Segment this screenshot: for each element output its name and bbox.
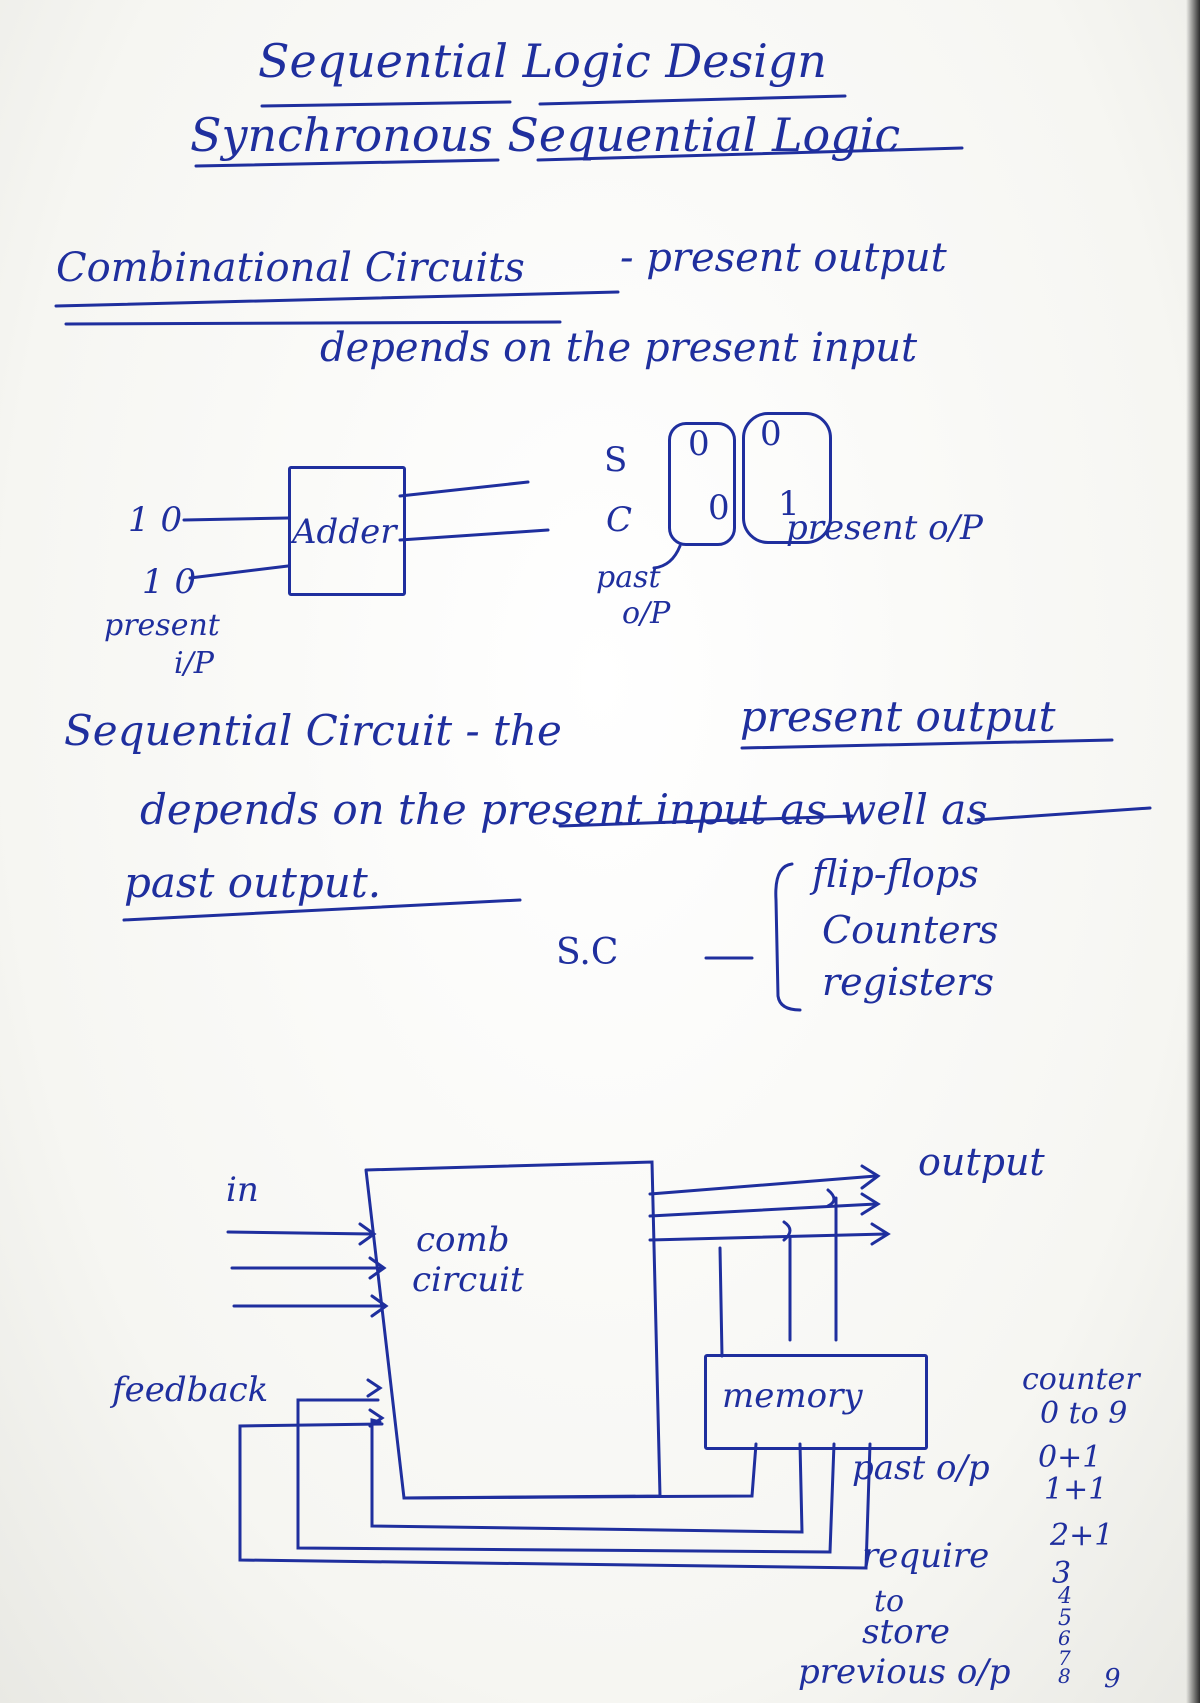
present-ip-line2: i/P — [174, 646, 214, 681]
input-arrowheads — [358, 1222, 389, 1318]
output-label: output — [918, 1140, 1045, 1184]
combinational-term: Combinational Circuits — [56, 245, 525, 291]
well-as-underline — [974, 806, 1152, 822]
adder-input-b: 1 0 — [142, 562, 197, 602]
comb-line2: circuit — [412, 1260, 524, 1300]
past-c-value: 0 — [708, 488, 730, 528]
digit-5: 5 — [1058, 1606, 1072, 1631]
page-edge-shadow — [1186, 0, 1200, 1703]
output-wire-2 — [648, 1202, 878, 1218]
input-wire-1 — [226, 1230, 374, 1236]
sequential-line1-a: Sequential Circuit - the — [64, 706, 562, 755]
present-output-column — [742, 412, 832, 544]
past-op-pointer — [652, 544, 682, 570]
feedback-label: feedback — [112, 1370, 269, 1410]
adder-out-s-wire — [398, 480, 530, 498]
feedback-arrows — [366, 1378, 385, 1428]
sum-label: S — [604, 440, 628, 480]
comb-circuit-box — [364, 1160, 662, 1500]
digit-7: 7 — [1058, 1646, 1071, 1670]
step-2: 2+1 — [1050, 1518, 1114, 1553]
title-line-1: Sequential Logic Design — [258, 34, 827, 88]
in-label: in — [226, 1170, 259, 1210]
comb-line1: comb — [416, 1220, 510, 1260]
present-s-value: 0 — [760, 414, 782, 454]
sc-label: S.C — [556, 932, 619, 973]
adder-label: Adder — [292, 512, 397, 552]
past-output-underline — [122, 898, 522, 922]
carry-label: C — [606, 500, 633, 540]
past-op-label: past o/p — [852, 1448, 990, 1488]
counter-line1: counter — [1022, 1362, 1140, 1397]
digit-3: 3 — [1052, 1556, 1072, 1591]
present-op-label: present o/P — [786, 508, 983, 548]
comb-long-underline — [64, 320, 562, 326]
require-line1: require — [862, 1536, 990, 1576]
digit-4: 4 — [1058, 1584, 1072, 1609]
adder-in-a-wire — [182, 516, 290, 522]
output-arrowheads — [860, 1164, 891, 1246]
present-c-value: 1 — [778, 484, 800, 524]
tap-jump — [782, 1188, 836, 1242]
adder-box — [288, 466, 406, 596]
title1-underline — [260, 94, 847, 108]
require-line4: previous o/p — [798, 1652, 1011, 1692]
sc-item-counters: Counters — [822, 908, 999, 952]
present-ip-line1: present — [104, 608, 220, 643]
sc-brace — [774, 862, 802, 1012]
past-op-line2: o/P — [622, 596, 671, 631]
step-0: 0+1 — [1038, 1440, 1102, 1475]
sc-item-registers: registers — [822, 960, 995, 1004]
sequential-line3: past output. — [124, 858, 382, 907]
sc-item-flip-flops: flip-flops — [812, 852, 979, 896]
require-line2: to — [874, 1584, 905, 1619]
sequential-line1-b: present output — [740, 692, 1056, 741]
past-op-line1: past — [596, 560, 661, 595]
tap-1 — [718, 1246, 724, 1358]
adder-input-a: 1 0 — [128, 500, 183, 540]
adder-in-b-wire — [188, 564, 290, 580]
present-input-underline — [558, 814, 854, 828]
digit-8: 8 — [1058, 1664, 1071, 1688]
feedback-wire-4 — [238, 1422, 872, 1570]
feedback-wire-1 — [402, 1442, 758, 1500]
combinational-underline — [54, 290, 620, 308]
feedback-wire-2 — [370, 1418, 804, 1534]
past-output-column — [668, 422, 736, 546]
output-wire-1 — [648, 1174, 878, 1196]
present-output-underline — [740, 738, 1114, 750]
output-wire-3 — [648, 1232, 888, 1242]
past-s-value: 0 — [688, 424, 710, 464]
title2-underline — [194, 146, 964, 168]
memory-label: memory — [722, 1376, 863, 1416]
combinational-def-part1: - present output — [620, 235, 947, 281]
digit-9: 9 — [1104, 1664, 1121, 1694]
adder-out-c-wire — [398, 528, 550, 542]
feedback-wire-3 — [296, 1398, 836, 1554]
digit-6: 6 — [1058, 1626, 1071, 1650]
step-1: 1+1 — [1044, 1472, 1108, 1507]
require-line3: store — [862, 1612, 950, 1652]
counter-line2: 0 to 9 — [1040, 1396, 1128, 1431]
memory-box — [704, 1354, 928, 1450]
combinational-def-part2: depends on the present input — [320, 325, 918, 371]
